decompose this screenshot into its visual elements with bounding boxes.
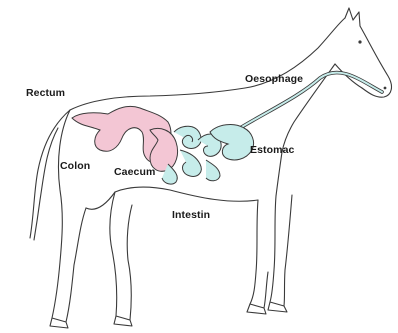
label-rectum: Rectum	[26, 87, 65, 99]
eye	[358, 40, 361, 43]
caecum-organ	[150, 129, 178, 172]
label-intestin: Intestin	[172, 209, 210, 221]
label-colon: Colon	[60, 160, 90, 172]
label-caecum: Caecum	[114, 166, 155, 178]
label-estomac: Estomac	[250, 144, 294, 156]
label-oesophage: Oesophage	[245, 73, 303, 85]
nostril	[384, 87, 387, 90]
